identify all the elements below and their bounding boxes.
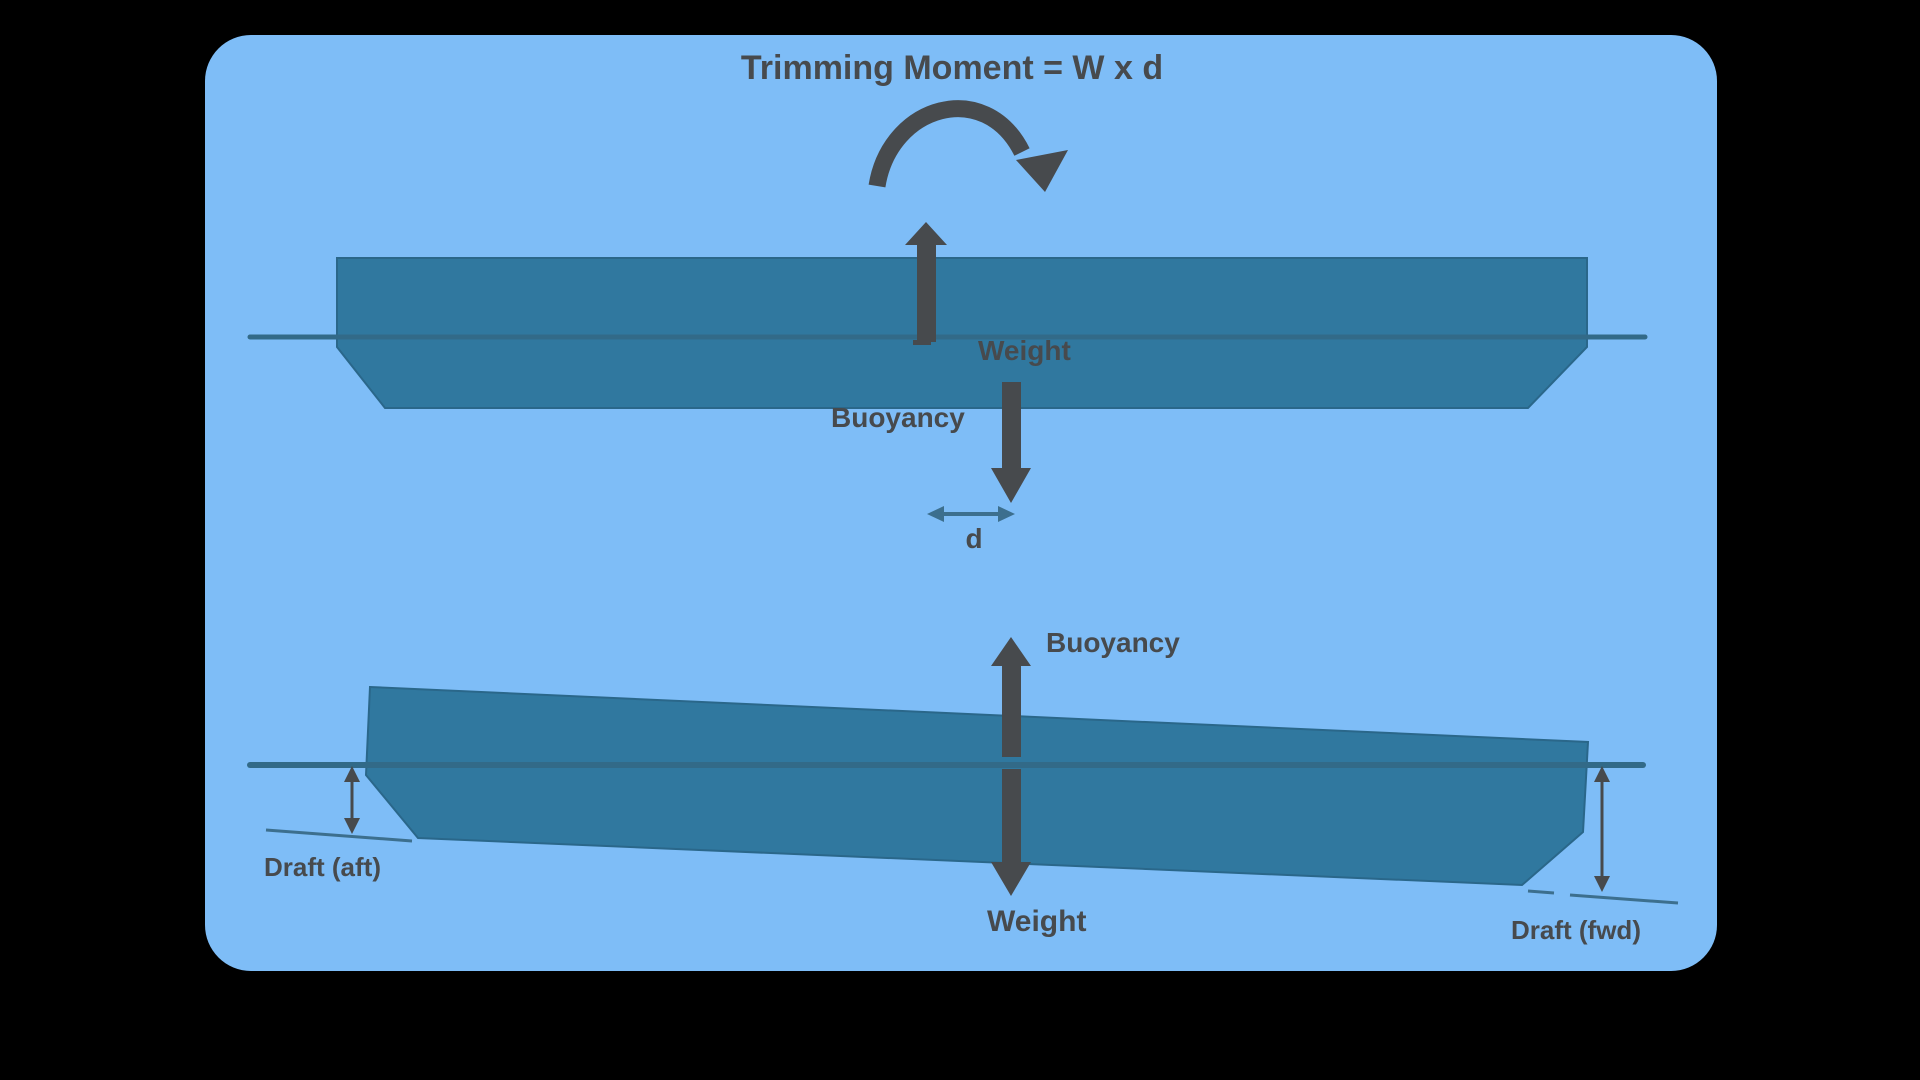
lower-buoyancy-arrow-icon [991,637,1031,757]
lower-weight-label: Weight [987,905,1087,938]
draft-fwd-baseline [1527,889,1679,905]
draft-fwd-arrow-icon [1594,766,1610,892]
upper-ship-hull [336,257,1588,409]
draft-aft-arrow-icon [344,766,360,834]
upper-buoyancy-label: Buoyancy [831,402,965,433]
upper-buoyancy-arrow-icon [905,222,947,345]
diagram-title: Trimming Moment = W x d [740,49,1164,87]
upper-weight-arrow-icon [991,382,1031,503]
lower-buoyancy-label: Buoyancy [1046,627,1180,658]
trimming-moment-rotation-arrow-icon [868,100,1068,192]
lower-weight-arrow-icon [991,769,1031,896]
distance-arrow-icon [927,506,1015,522]
upper-weight-label: Weight [978,335,1071,366]
arrow-base-tick [913,340,931,345]
lower-ship-hull [364,685,1590,887]
draft-aft-baseline [265,828,413,843]
draft-fwd-label: Draft (fwd) [1511,915,1641,945]
distance-label: d [965,523,983,554]
draft-aft-label: Draft (aft) [264,852,381,882]
